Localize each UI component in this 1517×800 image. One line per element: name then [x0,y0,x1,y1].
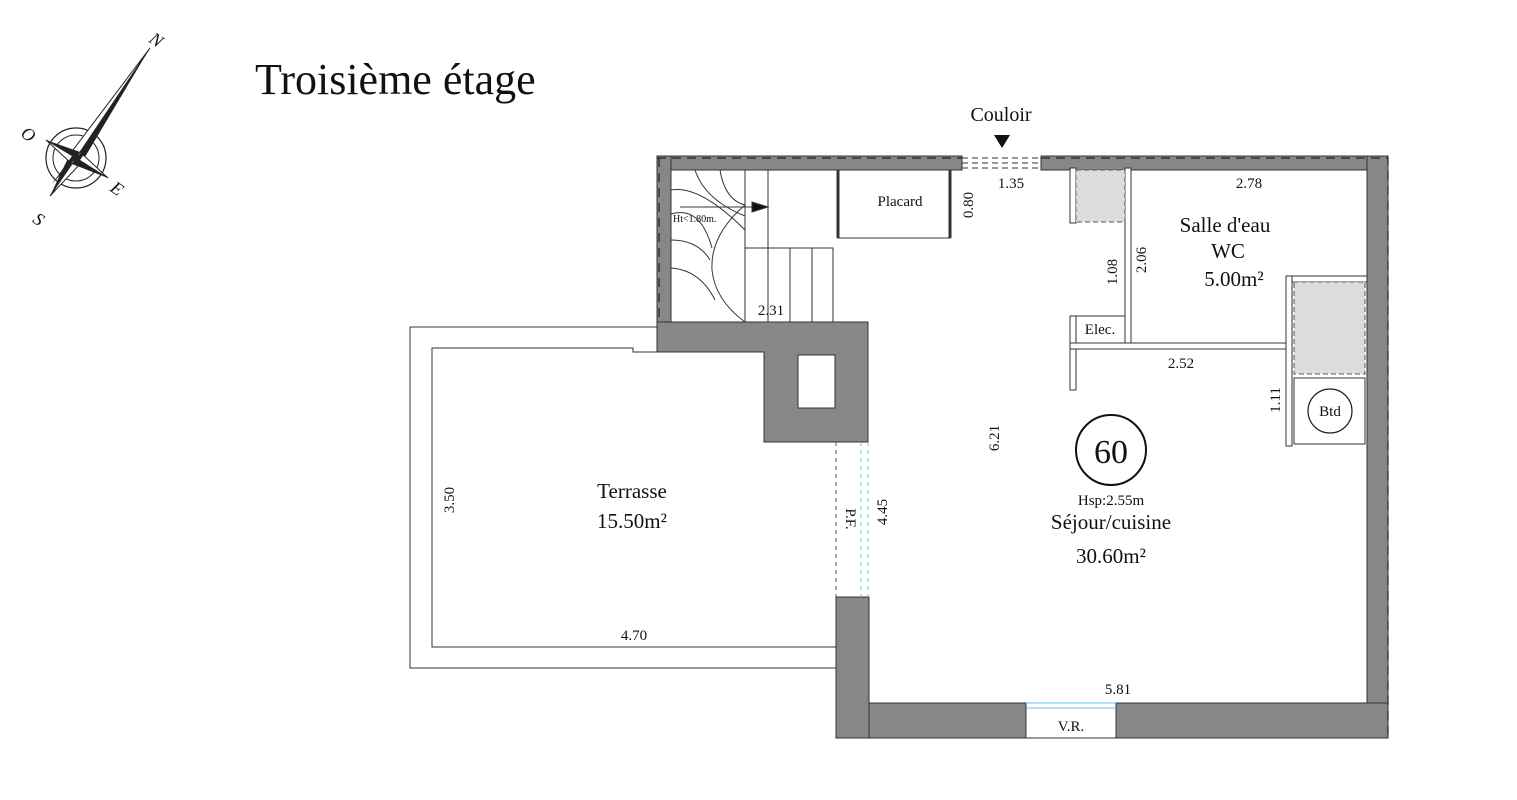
stair-height-label: Ht<1.80m. [673,214,716,225]
corridor-door [962,157,1041,169]
page-title: Troisième étage [255,55,536,104]
compass-s-label: S [29,208,48,230]
dim-btd-v: 1.11 [1268,387,1284,413]
terrace-outline [409,326,836,669]
terrasse-area: 15.50m² [597,509,667,533]
vr-window [1025,702,1117,739]
dim-terrasse-v: 3.50 [442,487,458,513]
dim-salle-inner-v: 1.08 [1105,259,1121,285]
partitions [1069,167,1368,447]
dashed-contour [657,157,1389,738]
dim-salle-bottom: 2.52 [1168,356,1194,372]
dim-salle-v: 2.06 [1134,246,1150,273]
core-shaft [797,354,836,409]
salle-wc: WC [1211,239,1245,263]
btd-label: Btd [1319,404,1341,420]
dim-door-top: 1.35 [998,176,1024,192]
dim-pf-v: 4.45 [875,499,891,525]
corridor-arrow-icon [994,135,1010,148]
dim-sejour-v: 6.21 [987,425,1003,451]
sejour-hsp: Hsp:2.55m [1078,493,1145,509]
dim-stair-w: 2.31 [758,303,784,319]
sejour-name: Séjour/cuisine [1051,510,1171,534]
dim-sejour-bottom: 5.81 [1105,682,1131,698]
placard-label: Placard [878,194,923,210]
compass-o-label: O [17,122,39,146]
pf-label: P.F. [842,508,858,529]
pf-window [835,442,869,597]
compass-e-label: E [106,177,127,200]
dim-placard-depth: 0.80 [961,192,977,218]
lot-number-circle [1075,414,1147,486]
dim-terrasse-w: 4.70 [621,628,647,644]
btd-circle [1307,388,1353,434]
salle-area: 5.00m² [1204,267,1263,291]
elec-label: Elec. [1085,322,1115,338]
salle-name: Salle d'eau [1180,213,1271,237]
salle-fixtures [1075,169,1366,375]
staircase [670,169,834,323]
terrasse-name: Terrasse [597,479,667,503]
vr-label: V.R. [1058,719,1084,735]
compass-n-label: N [145,28,168,52]
compass-icon: N O E S [17,28,168,230]
dim-salle-top: 2.78 [1236,176,1262,192]
elec-box [1075,315,1126,344]
lot-number: 60 [1094,434,1128,471]
sejour-area: 30.60m² [1076,544,1146,568]
walls [656,155,1389,739]
corridor-label: Couloir [970,104,1031,126]
door-gaps [1124,232,1132,295]
placard-box [837,169,951,239]
